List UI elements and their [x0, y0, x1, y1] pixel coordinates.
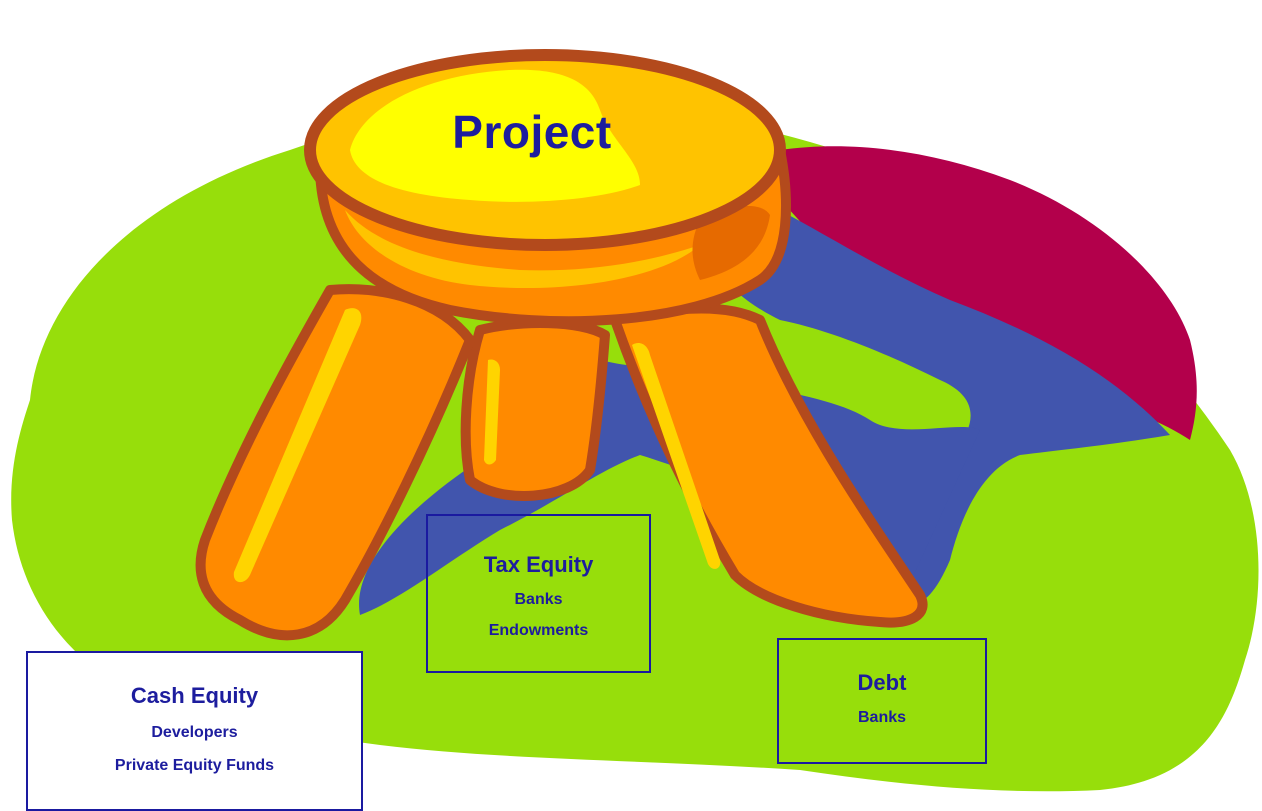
stool-left-leg [195, 284, 475, 641]
stool-seat-side-dark [692, 205, 770, 280]
crimson-shadow-shape [780, 146, 1197, 440]
stool-illustration [11, 49, 1259, 792]
blue-shadow-shape [735, 200, 1170, 606]
stool-back-leg-highlight [484, 359, 500, 465]
stool-right-leg-highlight [632, 343, 721, 569]
blue-shadow-lower-shape [359, 360, 980, 615]
stool-seat-top-highlight [350, 69, 640, 202]
stool-left-leg-highlight [233, 308, 362, 583]
stool-seat-body-highlight [345, 210, 700, 289]
